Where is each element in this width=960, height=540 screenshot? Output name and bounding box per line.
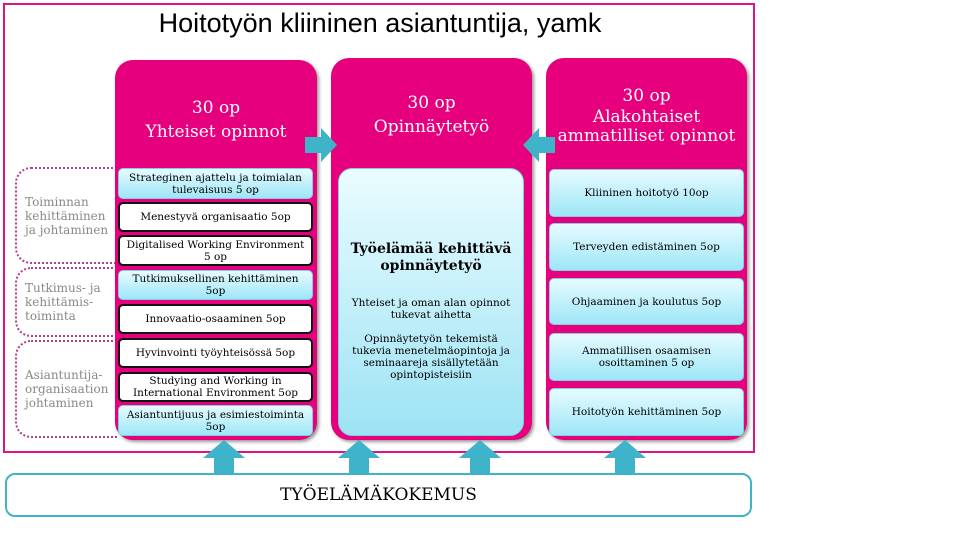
work-experience-bar: TYÖELÄMÄKOKEMUS — [5, 473, 752, 517]
column-credits: 30 op — [191, 98, 241, 118]
course-box: Ohjaaminen ja koulutus 5op — [549, 278, 744, 325]
column-credits: 30 op — [407, 93, 456, 113]
course-box: Digitalised Working Environment 5 op — [118, 235, 313, 266]
course-box: Studying and Working in International En… — [118, 372, 313, 402]
arrow-right-icon — [305, 128, 337, 162]
arrow-up-icon — [604, 440, 646, 474]
theme-bracket: Toiminnan kehittäminen ja johtaminen — [15, 167, 118, 264]
course-box: Hoitotyön kehittäminen 5op — [549, 388, 744, 436]
column-credits: 30 op — [622, 86, 671, 106]
course-box: Asiantuntijuus ja esimiestoiminta 5op — [118, 405, 313, 436]
course-box: Strateginen ajattelu ja toimialan tuleva… — [118, 168, 313, 199]
work-experience-label: TYÖELÄMÄKOKEMUS — [280, 485, 477, 505]
column-title: Alakohtaiset ammatilliset opinnot — [557, 107, 736, 146]
diagram-frame — [3, 3, 755, 453]
thesis-box: Työelämää kehittävä opinnäytetyö Yhteise… — [338, 168, 524, 436]
course-box: Innovaatio-osaaminen 5op — [118, 304, 313, 334]
theme-label: Asiantuntija-organisaation johtaminen — [25, 368, 109, 410]
page-title: Hoitotyön kliininen asiantuntija, yamk — [158, 8, 602, 38]
course-box: Terveyden edistäminen 5op — [549, 223, 744, 271]
arrow-up-icon — [338, 440, 380, 474]
arrow-up-icon — [459, 440, 501, 474]
course-box: Kliininen hoitotyö 10op — [549, 169, 744, 217]
theme-bracket: Asiantuntija-organisaation johtaminen — [15, 340, 118, 438]
column-title: Yhteiset opinnot — [145, 122, 287, 142]
course-box: Hyvinvointi työyhteisössä 5op — [118, 338, 313, 368]
thesis-box-title: Työelämää kehittävä opinnäytetyö — [350, 241, 512, 274]
course-box: Menestyvä organisaatio 5op — [118, 202, 313, 232]
thesis-box-text: Yhteiset ja oman alan opinnot tukevat ai… — [351, 297, 511, 321]
course-box: Ammatillisen osaamisen osoittaminen 5 op — [549, 333, 744, 381]
course-box: Tutkimuksellinen kehittäminen 5op — [118, 270, 313, 300]
theme-label: Tutkimus- ja kehittämis-toiminta — [25, 281, 101, 323]
thesis-box-text: Opinnäytetyön tekemistä tukevia menetelm… — [352, 333, 510, 381]
column-title: Opinnäytetyö — [373, 117, 490, 137]
theme-bracket: Tutkimus- ja kehittämis-toiminta — [15, 267, 118, 337]
theme-label: Toiminnan kehittäminen ja johtaminen — [25, 194, 109, 237]
arrow-up-icon — [203, 440, 245, 474]
arrow-left-icon — [523, 128, 555, 162]
